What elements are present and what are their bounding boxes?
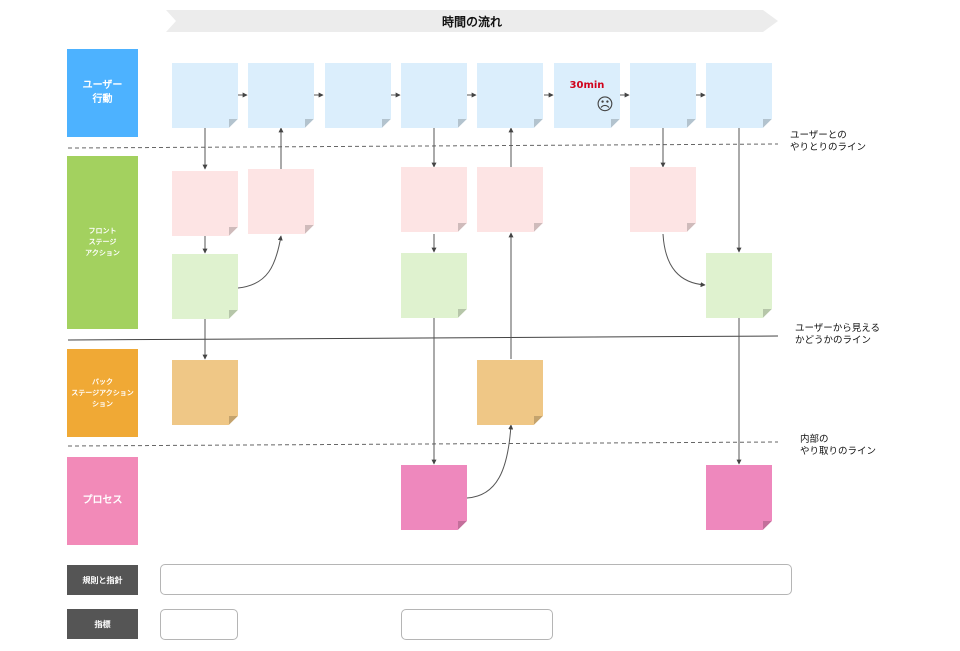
interaction-line-label: ユーザーとの やりとりのライン [790,130,867,153]
frontstage-note [401,167,467,232]
flow-arrow [662,233,706,288]
lane-kpi: 指標 [67,609,138,639]
lane-rules-guidelines: 規則と指針 [67,565,138,595]
user-action-note [477,63,543,128]
frontstage-note [172,171,238,236]
visibility-line [67,335,779,341]
time-flow-arrow: 時間の流れ [166,10,778,32]
process-note [401,465,467,530]
rules-input-box[interactable] [160,564,792,595]
user-action-note [630,63,696,128]
internal-line [67,441,779,447]
user-action-note [172,63,238,128]
internal-line-label: 内部の やり取りのライン [800,434,877,457]
frontstage-note [706,253,772,318]
frontstage-note [477,167,543,232]
wait-time-label: 30min [569,80,605,91]
user-action-note [401,63,467,128]
frowning-face-icon: ☹ [596,95,614,115]
kpi-box[interactable] [160,609,238,640]
flow-arrow [237,235,283,289]
frontstage-note [630,167,696,232]
user-action-note [706,63,772,128]
backstage-note [477,360,543,425]
user-action-note [248,63,314,128]
time-flow-label: 時間の流れ [441,14,502,29]
user-action-note-wait: 30min ☹ [554,63,620,128]
user-action-note [325,63,391,128]
interaction-line [67,143,779,149]
lane-frontstage-actions: フロント ステージ アクション [67,156,138,329]
lane-user-actions: ユーザー 行動 [67,49,138,137]
visibility-line-label: ユーザーから見える かどうかのライン [795,323,881,346]
process-note [706,465,772,530]
frontstage-note [172,254,238,319]
lane-process: プロセス [67,457,138,545]
kpi-box[interactable] [401,609,553,640]
frontstage-note [401,253,467,318]
frontstage-note [248,169,314,234]
lane-backstage-actions: バック ステージアクション ション [67,349,138,437]
backstage-note [172,360,238,425]
flow-arrow [466,424,514,499]
